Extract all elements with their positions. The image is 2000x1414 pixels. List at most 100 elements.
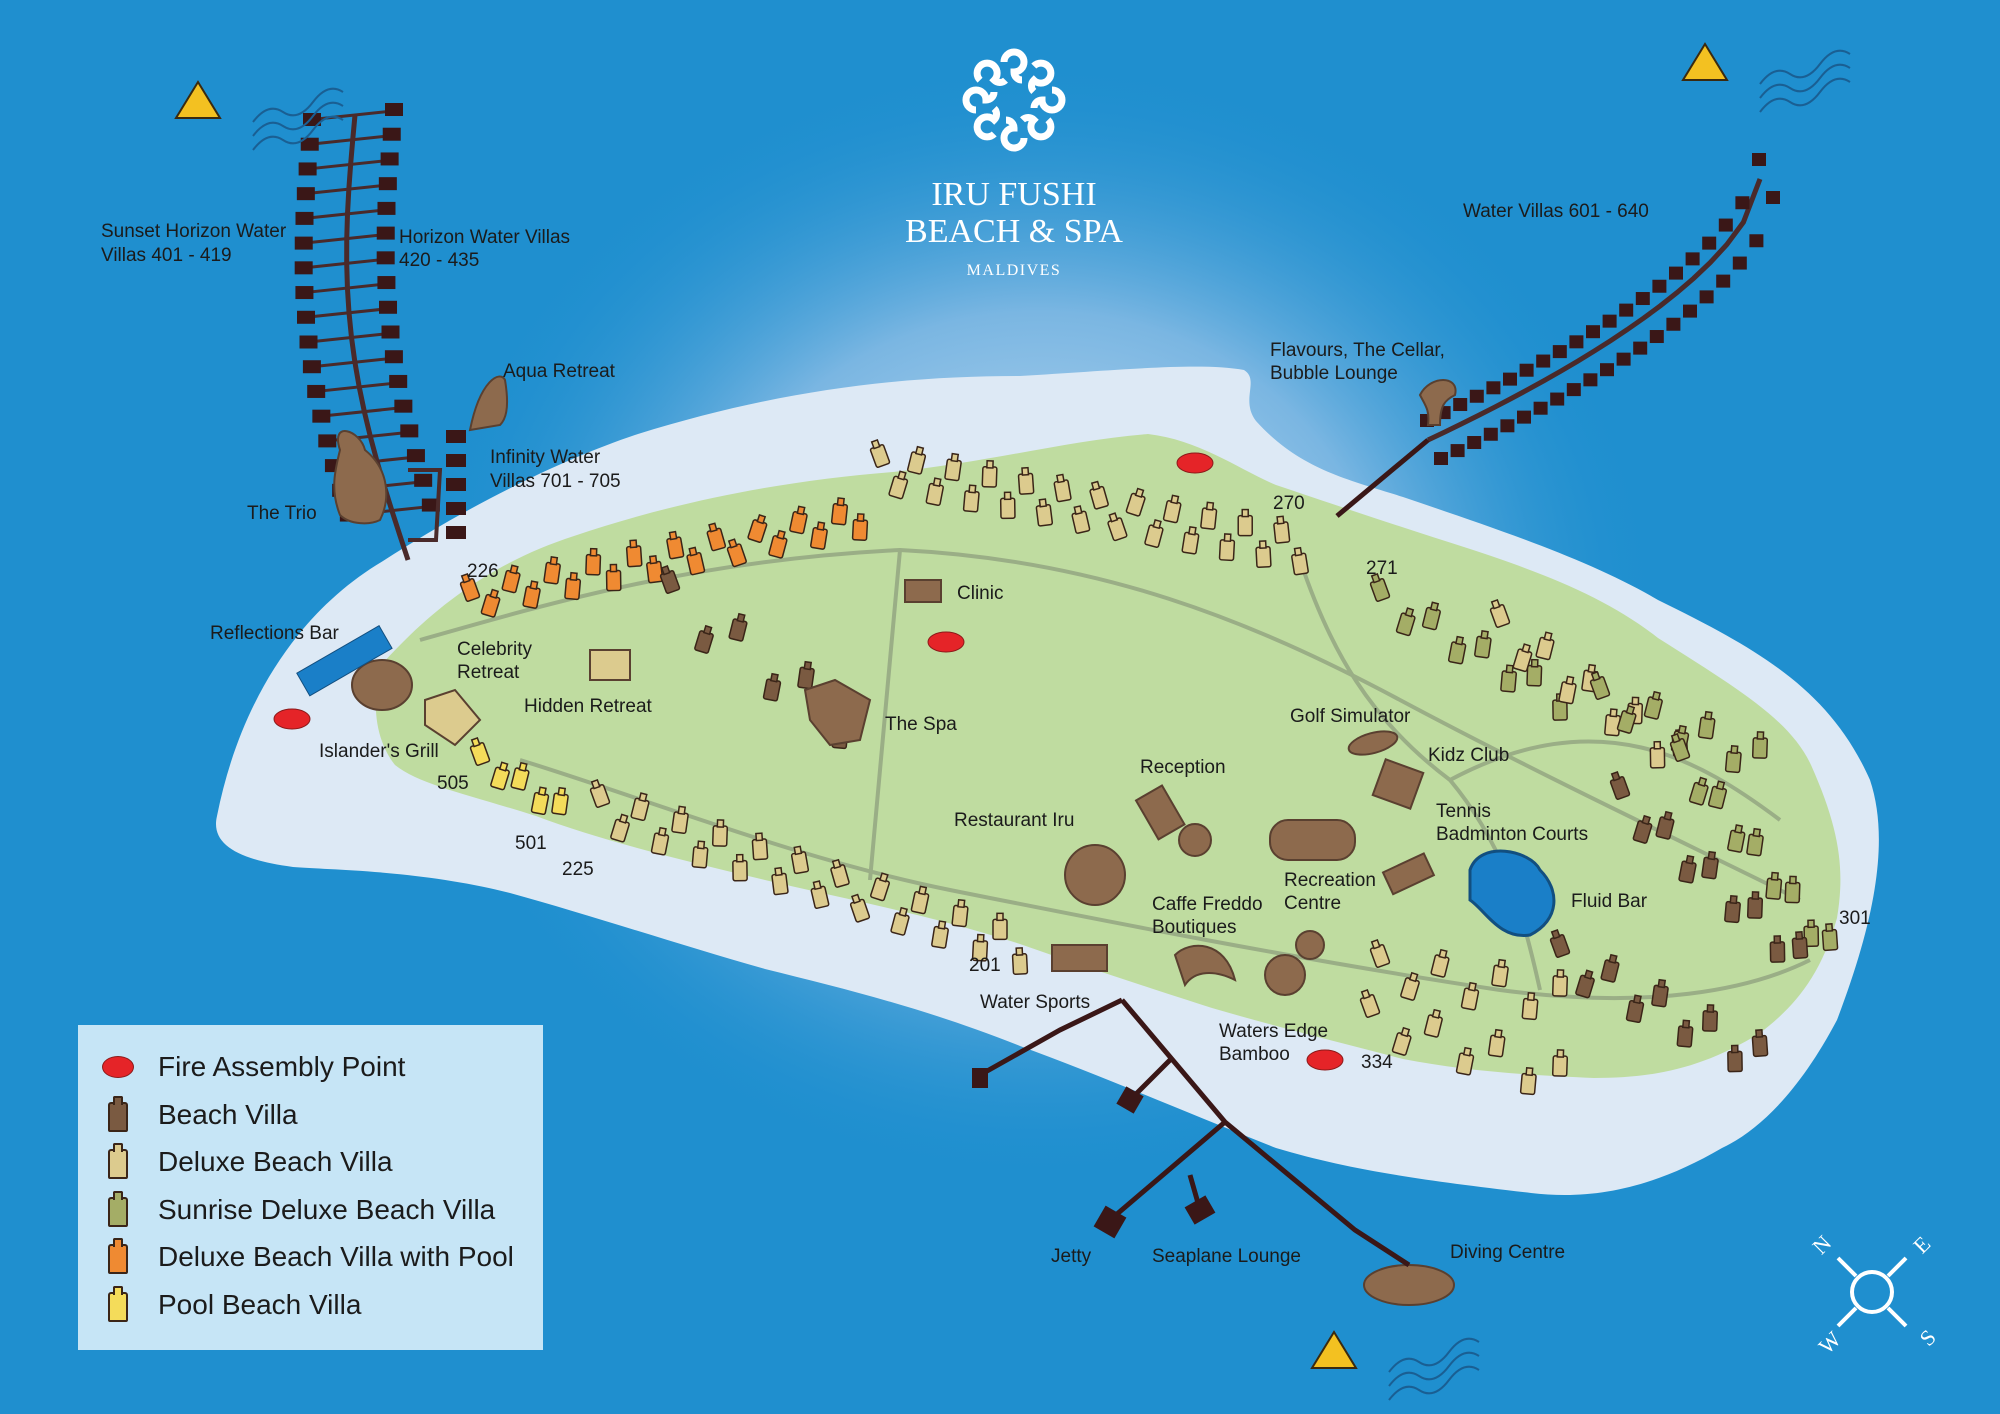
water-villa[interactable] xyxy=(446,430,466,443)
clinic-building[interactable] xyxy=(904,579,942,603)
villa[interactable] xyxy=(1600,953,1621,983)
villa[interactable] xyxy=(1070,505,1091,534)
villa[interactable] xyxy=(1125,487,1147,517)
villa[interactable] xyxy=(1421,601,1442,631)
villa[interactable] xyxy=(1395,607,1417,637)
water-villa[interactable] xyxy=(1732,256,1747,270)
villa[interactable] xyxy=(1625,994,1645,1024)
villa[interactable] xyxy=(888,470,910,500)
villa[interactable] xyxy=(1697,710,1716,740)
water-villa[interactable] xyxy=(1735,196,1750,210)
villa[interactable] xyxy=(1643,690,1664,720)
villa[interactable] xyxy=(1491,958,1509,988)
villa[interactable] xyxy=(1400,971,1421,1001)
water-villa[interactable] xyxy=(1453,398,1468,412)
label-islanders-grill[interactable]: Islander's Grill xyxy=(319,741,439,762)
villa[interactable] xyxy=(1551,969,1569,997)
villa[interactable] xyxy=(458,572,481,602)
water-villa[interactable] xyxy=(384,350,403,364)
water-villa[interactable] xyxy=(1450,444,1465,458)
villa[interactable] xyxy=(1035,498,1054,527)
villa[interactable] xyxy=(685,546,706,576)
villa[interactable] xyxy=(1447,635,1467,665)
villa[interactable] xyxy=(1588,670,1611,700)
water-villa[interactable] xyxy=(300,137,319,151)
villa[interactable] xyxy=(646,555,664,584)
villa[interactable] xyxy=(768,529,789,559)
water-villa[interactable] xyxy=(1566,383,1581,397)
villa[interactable] xyxy=(1608,770,1631,800)
water-villa[interactable] xyxy=(1718,218,1733,232)
water-villa[interactable] xyxy=(1633,341,1648,355)
the-trio-building[interactable] xyxy=(333,430,388,525)
villa[interactable] xyxy=(1391,1026,1413,1056)
water-villa[interactable] xyxy=(377,201,396,215)
villa[interactable] xyxy=(691,840,709,869)
villa[interactable] xyxy=(1551,1049,1569,1077)
villa[interactable] xyxy=(1678,854,1698,884)
villa[interactable] xyxy=(1358,988,1381,1018)
villa[interactable] xyxy=(1784,875,1801,904)
water-villa[interactable] xyxy=(406,449,425,463)
water-villa[interactable] xyxy=(1600,363,1614,377)
water-villa[interactable] xyxy=(312,409,331,423)
water-villa[interactable] xyxy=(1500,419,1515,433)
villa[interactable] xyxy=(1017,466,1035,495)
water-villa[interactable] xyxy=(1683,304,1697,318)
diving-centre-building[interactable] xyxy=(1363,1264,1455,1306)
label-the-trio[interactable]: The Trio xyxy=(247,503,317,524)
villa[interactable] xyxy=(1200,501,1218,530)
villa[interactable] xyxy=(1724,894,1741,924)
villa[interactable] xyxy=(810,521,828,550)
villa[interactable] xyxy=(1727,1044,1743,1073)
water-villa[interactable] xyxy=(1517,410,1531,424)
villa[interactable] xyxy=(1181,526,1200,555)
water-villa[interactable] xyxy=(294,261,313,275)
water-villa[interactable] xyxy=(1716,274,1731,288)
water-villa[interactable] xyxy=(307,384,326,398)
villa[interactable] xyxy=(1512,643,1534,673)
islanders-grill-building[interactable] xyxy=(351,659,413,711)
water-villa[interactable] xyxy=(1666,317,1681,331)
villa[interactable] xyxy=(1487,1028,1506,1058)
villa[interactable] xyxy=(906,445,927,475)
villa[interactable] xyxy=(1746,827,1764,857)
villa[interactable] xyxy=(999,491,1016,520)
water-villa[interactable] xyxy=(382,127,401,141)
villa[interactable] xyxy=(1474,630,1492,659)
restaurant-iru-building[interactable] xyxy=(1064,844,1126,906)
villa[interactable] xyxy=(1604,708,1621,737)
villa[interactable] xyxy=(510,761,531,791)
water-villa[interactable] xyxy=(1649,330,1664,344)
villa[interactable] xyxy=(925,477,945,506)
villa[interactable] xyxy=(1649,740,1666,769)
label-celebrity[interactable]: Celebrity xyxy=(457,639,532,660)
villa[interactable] xyxy=(910,885,930,915)
label-sunset-horizon[interactable]: Sunset Horizon Water xyxy=(101,221,287,242)
label-seaplane-lounge[interactable]: Seaplane Lounge xyxy=(1152,1246,1301,1267)
villa[interactable] xyxy=(790,845,810,875)
water-villa[interactable] xyxy=(1536,354,1551,368)
water-villa[interactable] xyxy=(377,276,396,290)
villa[interactable] xyxy=(732,853,748,882)
tennis-courts[interactable] xyxy=(1381,852,1436,896)
label-boutiques[interactable]: Boutiques xyxy=(1152,917,1237,938)
aqua-retreat-building[interactable] xyxy=(468,375,509,432)
label-restaurant-iru[interactable]: Restaurant Iru xyxy=(954,810,1074,831)
villa[interactable] xyxy=(971,933,989,962)
water-villa[interactable] xyxy=(376,226,395,240)
label-aqua-retreat[interactable]: Aqua Retreat xyxy=(503,361,616,382)
villa[interactable] xyxy=(829,858,850,888)
label-recreation-centre[interactable]: Centre xyxy=(1284,893,1341,914)
villa[interactable] xyxy=(605,563,622,592)
water-villa[interactable] xyxy=(414,473,433,487)
villa[interactable] xyxy=(1368,572,1391,602)
label-fluid-bar[interactable]: Fluid Bar xyxy=(1571,891,1648,912)
label-water-sports[interactable]: Water Sports xyxy=(980,992,1090,1013)
water-villa[interactable] xyxy=(318,434,337,448)
label-reflections-bar[interactable]: Reflections Bar xyxy=(210,623,340,644)
villa[interactable] xyxy=(666,530,685,560)
water-villa[interactable] xyxy=(1583,373,1598,387)
water-villa[interactable] xyxy=(1749,234,1764,248)
water-villa[interactable] xyxy=(400,424,419,438)
